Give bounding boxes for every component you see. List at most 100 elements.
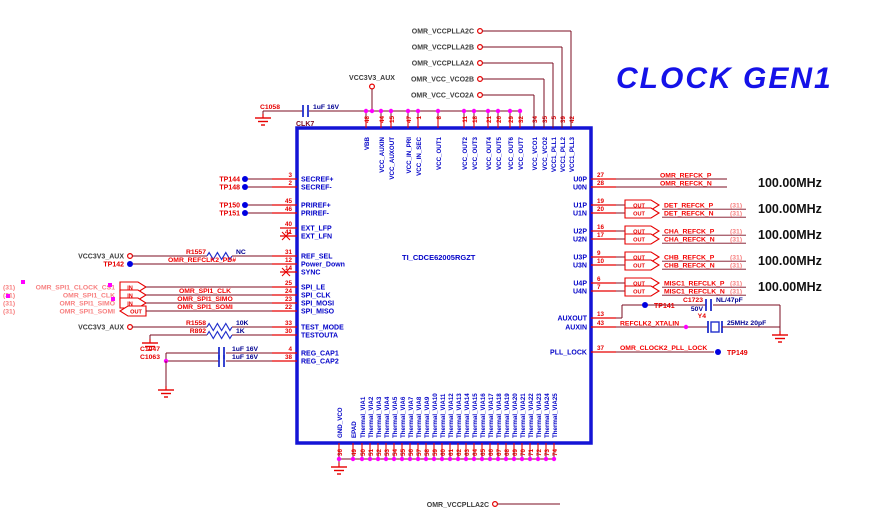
resistor-ref: R892 bbox=[190, 328, 206, 335]
pin-number: 70 bbox=[520, 448, 527, 456]
pin-name: REG_CAP2 bbox=[301, 359, 339, 366]
sheet-ref: (31) bbox=[730, 280, 742, 287]
pin-name: PRIREF+ bbox=[301, 203, 331, 210]
junction-dot bbox=[683, 324, 689, 330]
net-label: OMR_REFCK_P bbox=[660, 173, 712, 180]
testpoint-label: TP142 bbox=[103, 262, 124, 269]
frequency-label: 100.00MHz bbox=[758, 254, 822, 268]
offpage-net-label: OMR_SPI1_SOMI bbox=[59, 309, 115, 316]
pin-number: 60 bbox=[440, 448, 447, 456]
pin-name: Thermal_VIA3 bbox=[376, 396, 383, 438]
pin-number: 71 bbox=[528, 448, 535, 456]
pin-number: 26 bbox=[496, 116, 503, 124]
pin-number: 57 bbox=[416, 448, 423, 456]
pin-name: Thermal_VIA15 bbox=[472, 393, 479, 438]
resistor-symbol bbox=[206, 330, 233, 340]
junction-dot bbox=[503, 456, 509, 462]
supply-net-label: OMR_VCC_VCO2B bbox=[411, 77, 474, 84]
pin-name: VCC_AUXIN bbox=[379, 136, 386, 172]
pin-name: Thermal_VIA6 bbox=[400, 396, 407, 438]
port-direction-label: OUT bbox=[633, 263, 645, 269]
pin-number: 2 bbox=[288, 180, 292, 187]
supply-net-label: OMR_VCCPLLA2B bbox=[412, 45, 474, 52]
pin-name: Thermal_VIA23 bbox=[536, 393, 543, 438]
junction-dot bbox=[543, 456, 549, 462]
capacitor-ref: C1723 bbox=[683, 297, 703, 304]
pin-name: U4N bbox=[573, 289, 587, 296]
pin-name: U3N bbox=[573, 263, 587, 270]
pin-number: 11 bbox=[462, 116, 469, 123]
pin-name: U2P bbox=[573, 229, 587, 236]
pin-name: EPAD bbox=[351, 421, 358, 438]
pin-number: 55 bbox=[400, 448, 407, 456]
pin-number: 74 bbox=[552, 448, 559, 456]
power-node-circle bbox=[126, 253, 133, 260]
junction-dot bbox=[375, 456, 381, 462]
power-node-circle bbox=[492, 501, 499, 508]
net-label: DET_REFCK_P bbox=[664, 202, 714, 209]
resistor-symbol bbox=[206, 251, 233, 261]
pin-number: 48 bbox=[364, 116, 371, 124]
page-title: CLOCK GEN1 bbox=[616, 62, 833, 95]
net-label: MISC1_REFCLK_N bbox=[664, 288, 725, 295]
pin-name: VCC1_PLL3 bbox=[569, 136, 576, 172]
port-out-symbol bbox=[624, 233, 661, 245]
no-connect-x bbox=[281, 267, 291, 277]
pin-number: 3 bbox=[288, 172, 292, 179]
port-direction-label: OUT bbox=[633, 203, 645, 209]
capacitor-voltage: 50V bbox=[691, 306, 704, 313]
net-label: OMR_SPI1_SIMO bbox=[177, 296, 233, 303]
capacitor-value: 1uF 16V bbox=[232, 346, 259, 353]
capacitor-ref: C1063 bbox=[140, 354, 160, 361]
pin-name: U2N bbox=[573, 237, 587, 244]
resistor-ref: R1557 bbox=[186, 249, 206, 256]
no-connect-x bbox=[281, 231, 291, 241]
testpoint-label: TP141 bbox=[654, 303, 675, 310]
pin-name: Thermal_VIA11 bbox=[440, 393, 447, 438]
pin-number: 20 bbox=[597, 206, 605, 213]
pin-name: EXT_LFN bbox=[301, 234, 332, 241]
pin-name: VCC_OUT2 bbox=[462, 136, 469, 170]
pin-number: 49 bbox=[351, 448, 358, 456]
pin-number: 62 bbox=[456, 448, 463, 456]
sheet-ref: (31) bbox=[730, 228, 742, 235]
port-direction-label: OUT bbox=[633, 255, 645, 261]
pin-number: 10 bbox=[597, 258, 605, 265]
resistor-value: 10K bbox=[236, 320, 249, 327]
pin-number: 56 bbox=[408, 448, 415, 456]
pin-name: Thermal_VIA9 bbox=[424, 396, 431, 438]
pin-number: 1 bbox=[416, 116, 423, 120]
pin-number: 37 bbox=[597, 345, 605, 352]
sheet-ref: (31) bbox=[730, 288, 742, 295]
pin-number: 6 bbox=[597, 276, 601, 283]
port-direction-label: IN bbox=[127, 293, 133, 299]
pin-number: 45 bbox=[285, 198, 293, 205]
frequency-label: 100.00MHz bbox=[758, 202, 822, 216]
offpage-net-label: OMR_SPI1_CLK bbox=[63, 293, 115, 300]
junction-dot bbox=[455, 456, 461, 462]
sheet-ref: (31) bbox=[3, 285, 15, 292]
junction-dot bbox=[336, 456, 342, 462]
pin-name: VBB bbox=[364, 136, 371, 150]
capacitor-value: 1uF 16V bbox=[313, 104, 340, 111]
pin-number: 25 bbox=[285, 280, 293, 287]
junction-dot bbox=[350, 456, 356, 462]
pin-number: 30 bbox=[285, 328, 293, 335]
pin-number: 17 bbox=[597, 232, 605, 239]
pin-name: VCC_OUT4 bbox=[486, 136, 493, 170]
testpoint-dot bbox=[715, 349, 721, 355]
pin-number: 65 bbox=[480, 448, 487, 456]
junction-dot bbox=[439, 456, 445, 462]
pin-name: Thermal_VIA18 bbox=[496, 393, 503, 438]
pin-name: VCC_AUXOUT bbox=[389, 137, 396, 180]
pin-name: Thermal_VIA25 bbox=[552, 393, 559, 438]
pin-name: SECREF- bbox=[301, 185, 332, 192]
supply-net-label: OMR_VCCPLLA2A bbox=[412, 61, 474, 68]
power-node-circle bbox=[477, 75, 484, 82]
testpoint-dot bbox=[642, 302, 648, 308]
sheet-ref: (31) bbox=[730, 210, 742, 217]
pin-name: Thermal_VIA8 bbox=[416, 396, 423, 438]
pin-number: 19 bbox=[597, 198, 605, 205]
pin-number: 39 bbox=[560, 116, 567, 124]
net-label: OMR_SPI1_CLK bbox=[179, 288, 231, 295]
